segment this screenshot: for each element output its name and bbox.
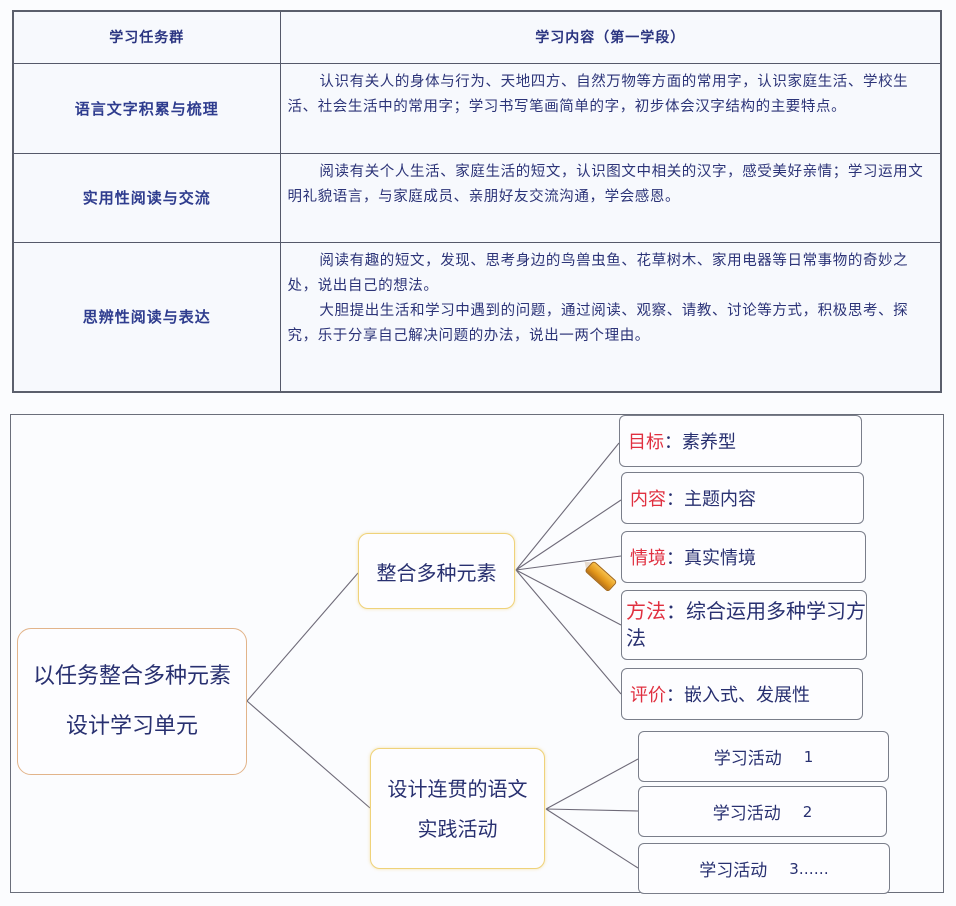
- activity-node-2[interactable]: 学习活动 2: [638, 786, 887, 837]
- table-row: 实用性阅读与交流 阅读有关个人生活、家庭生活的短文，认识图文中相关的汉字，感受美…: [12, 152, 942, 243]
- content-paragraph: 认识有关人的身体与行为、天地四方、自然万物等方面的常用字，认识家庭生活、学校生活…: [287, 73, 909, 115]
- leaf-sep: ：: [666, 489, 684, 510]
- header-learning-content: 学习内容（第一学段）: [279, 10, 942, 64]
- task-group-cell: 语言文字积累与梳理: [12, 62, 281, 154]
- leaf-sep: ：: [666, 685, 684, 706]
- leaf-value: 综合运用多种学习方法: [626, 599, 866, 650]
- leaf-situation[interactable]: 情境：真实情境: [621, 531, 866, 583]
- table-row: 思辨性阅读与表达 阅读有趣的短文，发现、思考身边的鸟兽虫鱼、花草树木、家用电器等…: [12, 241, 942, 393]
- activity-label: 学习活动: [712, 804, 781, 824]
- content-cell: 阅读有关个人生活、家庭生活的短文，认识图文中相关的汉字，感受美好亲情；学习运用文…: [279, 152, 942, 243]
- leaf-value: 嵌入式、发展性: [684, 685, 810, 706]
- branch-integrate-elements[interactable]: 整合多种元素: [358, 533, 515, 609]
- leaf-method[interactable]: 方法：综合运用多种学习方法: [621, 590, 867, 660]
- leaf-key: 情境: [630, 548, 666, 569]
- leaf-key: 内容: [630, 489, 666, 510]
- content-paragraph: 阅读有关个人生活、家庭生活的短文，认识图文中相关的汉字，感受美好亲情；学习运用文…: [287, 163, 924, 205]
- content-paragraph: 大胆提出生活和学习中遇到的问题，通过阅读、观察、请教、讨论等方式，积极思考、探究…: [287, 302, 909, 344]
- task-group-cell: 思辨性阅读与表达: [12, 241, 281, 393]
- learning-task-table: 学习任务群 学习内容（第一学段） 语言文字积累与梳理 认识有关人的身体与行为、天…: [12, 10, 942, 393]
- leaf-key: 方法: [626, 599, 666, 623]
- content-paragraph: 阅读有趣的短文，发现、思考身边的鸟兽虫鱼、花草树木、家用电器等日常事物的奇妙之处…: [287, 252, 909, 294]
- leaf-sep: ：: [666, 548, 684, 569]
- leaf-value: 素养型: [682, 432, 736, 453]
- branch-design-activities[interactable]: 设计连贯的语文实践活动: [370, 748, 545, 869]
- activity-number: 1: [803, 747, 814, 766]
- content-cell: 认识有关人的身体与行为、天地四方、自然万物等方面的常用字，认识家庭生活、学校生活…: [279, 62, 942, 154]
- leaf-evaluation[interactable]: 评价：嵌入式、发展性: [621, 668, 863, 720]
- activity-label: 学习活动: [699, 861, 768, 881]
- leaf-content[interactable]: 内容：主题内容: [621, 472, 864, 524]
- leaf-key: 目标: [628, 432, 664, 453]
- activity-node-3[interactable]: 学习活动 3……: [638, 843, 890, 894]
- leaf-goal[interactable]: 目标：素养型: [619, 415, 862, 467]
- header-task-group: 学习任务群: [12, 10, 281, 64]
- mindmap-root-node[interactable]: 以任务整合多种元素设计学习单元: [17, 628, 247, 775]
- leaf-value: 真实情境: [684, 548, 756, 569]
- leaf-sep: ：: [664, 432, 682, 453]
- activity-label: 学习活动: [713, 749, 782, 769]
- content-cell: 阅读有趣的短文，发现、思考身边的鸟兽虫鱼、花草树木、家用电器等日常事物的奇妙之处…: [279, 241, 942, 393]
- activity-number: 3……: [789, 859, 829, 878]
- activity-number: 2: [802, 802, 813, 821]
- leaf-value: 主题内容: [684, 489, 756, 510]
- table-header-row: 学习任务群 学习内容（第一学段）: [12, 10, 942, 64]
- activity-node-1[interactable]: 学习活动 1: [638, 731, 889, 782]
- leaf-sep: ：: [666, 599, 686, 623]
- table-row: 语言文字积累与梳理 认识有关人的身体与行为、天地四方、自然万物等方面的常用字，认…: [12, 62, 942, 154]
- leaf-key: 评价: [630, 685, 666, 706]
- task-group-cell: 实用性阅读与交流: [12, 152, 281, 243]
